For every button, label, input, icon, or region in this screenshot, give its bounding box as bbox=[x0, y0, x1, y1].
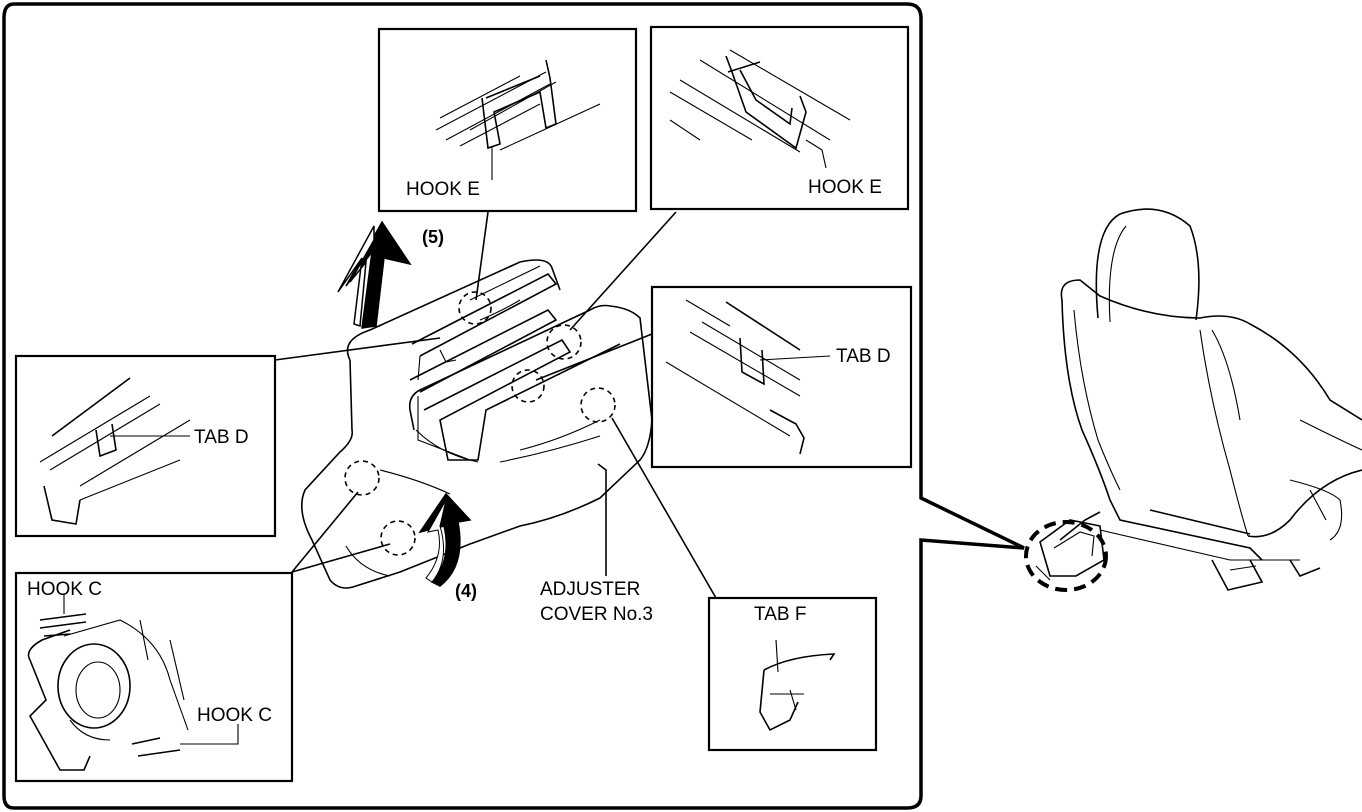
hook-c-label-bottom: HOOK C bbox=[197, 705, 272, 726]
tab-d-label-right: TAB D bbox=[836, 346, 891, 367]
detail-box-hook-e-1: HOOK E bbox=[377, 27, 638, 213]
detail-box-tab-d-left: TAB D bbox=[14, 354, 277, 538]
hook-e-location-2 bbox=[546, 324, 582, 360]
hook-c-location-2 bbox=[380, 520, 416, 556]
location-highlight-circle bbox=[1024, 520, 1108, 592]
detail-box-hook-e-2: HOOK E bbox=[649, 25, 910, 211]
step-5-label: (5) bbox=[422, 227, 444, 247]
detail-box-tab-d-right: TAB D bbox=[650, 285, 913, 469]
lift-arrow-step-5 bbox=[337, 220, 412, 329]
tab-f-location bbox=[580, 387, 616, 423]
hook-e-location-1 bbox=[458, 291, 492, 325]
detail-box-hook-c: HOOK C HOOK C bbox=[14, 571, 294, 783]
tab-f-label: TAB F bbox=[754, 604, 806, 625]
rotate-arrow-step-4 bbox=[418, 492, 472, 587]
hook-e-label-2: HOOK E bbox=[808, 177, 882, 198]
hook-c-label-top: HOOK C bbox=[27, 579, 102, 600]
seat-illustration bbox=[1024, 208, 1362, 592]
main-detail-frame bbox=[2, 2, 1025, 810]
step-4-label: (4) bbox=[455, 581, 477, 601]
tab-d-location bbox=[511, 369, 545, 403]
hook-c-location-1 bbox=[344, 460, 380, 496]
leader-lines bbox=[274, 211, 717, 599]
tab-d-label-left: TAB D bbox=[194, 427, 249, 448]
hook-e-label-1: HOOK E bbox=[406, 179, 480, 200]
adjuster-cover-label-line1: ADJUSTER bbox=[540, 579, 640, 600]
adjuster-cover-label-line2: COVER No.3 bbox=[540, 604, 653, 625]
adjuster-cover-drawing bbox=[300, 259, 653, 589]
detail-box-tab-f: TAB F bbox=[707, 596, 878, 752]
